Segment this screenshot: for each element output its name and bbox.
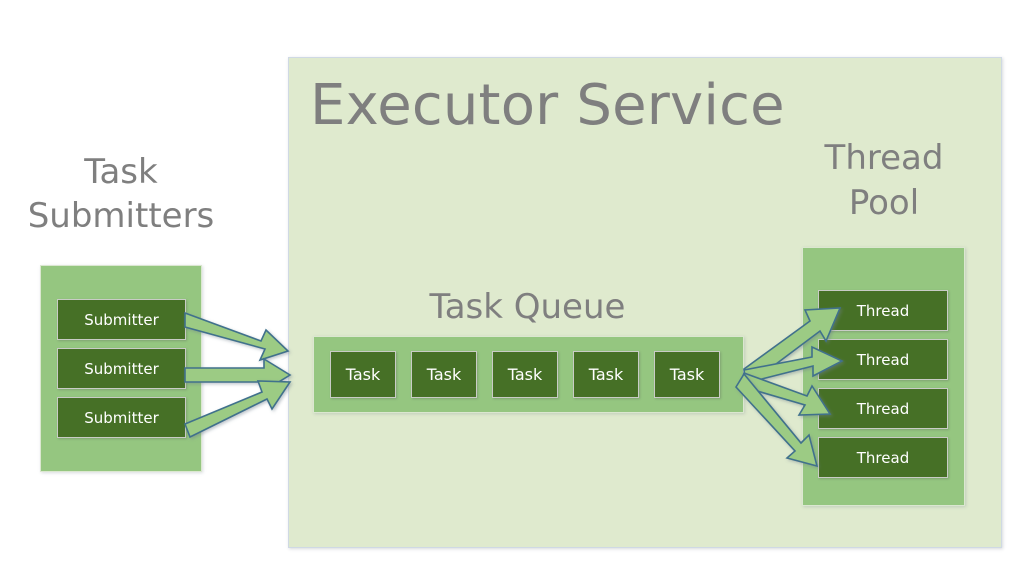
arrow-submitter-1-to-queue [184, 311, 290, 362]
thread-pool-caption-line1: Thread [824, 138, 944, 178]
arrow-submitter-3-to-queue [183, 380, 292, 439]
thread-chip-4[interactable]: Thread [818, 437, 948, 478]
task-chip-4[interactable]: Task [573, 351, 639, 398]
task-chip-3[interactable]: Task [492, 351, 558, 398]
task-submitters-caption: Task Submitters [0, 150, 242, 238]
task-chip-2[interactable]: Task [411, 351, 477, 398]
thread-pool-caption: Thread Pool [795, 136, 973, 226]
task-submitters-caption-line2: Submitters [27, 196, 215, 236]
submitter-chip-3[interactable]: Submitter [57, 397, 186, 438]
thread-pool-caption-line2: Pool [848, 183, 920, 223]
executor-service-title: Executor Service [310, 73, 785, 138]
arrow-queue-to-thread-4 [735, 372, 819, 468]
task-submitters-caption-line1: Task [84, 152, 158, 192]
task-chip-5[interactable]: Task [654, 351, 720, 398]
task-queue-caption: Task Queue [429, 287, 626, 327]
task-chip-1[interactable]: Task [330, 351, 396, 398]
submitter-chip-2[interactable]: Submitter [57, 348, 186, 389]
submitter-chip-1[interactable]: Submitter [57, 299, 186, 340]
thread-chip-3[interactable]: Thread [818, 388, 948, 429]
